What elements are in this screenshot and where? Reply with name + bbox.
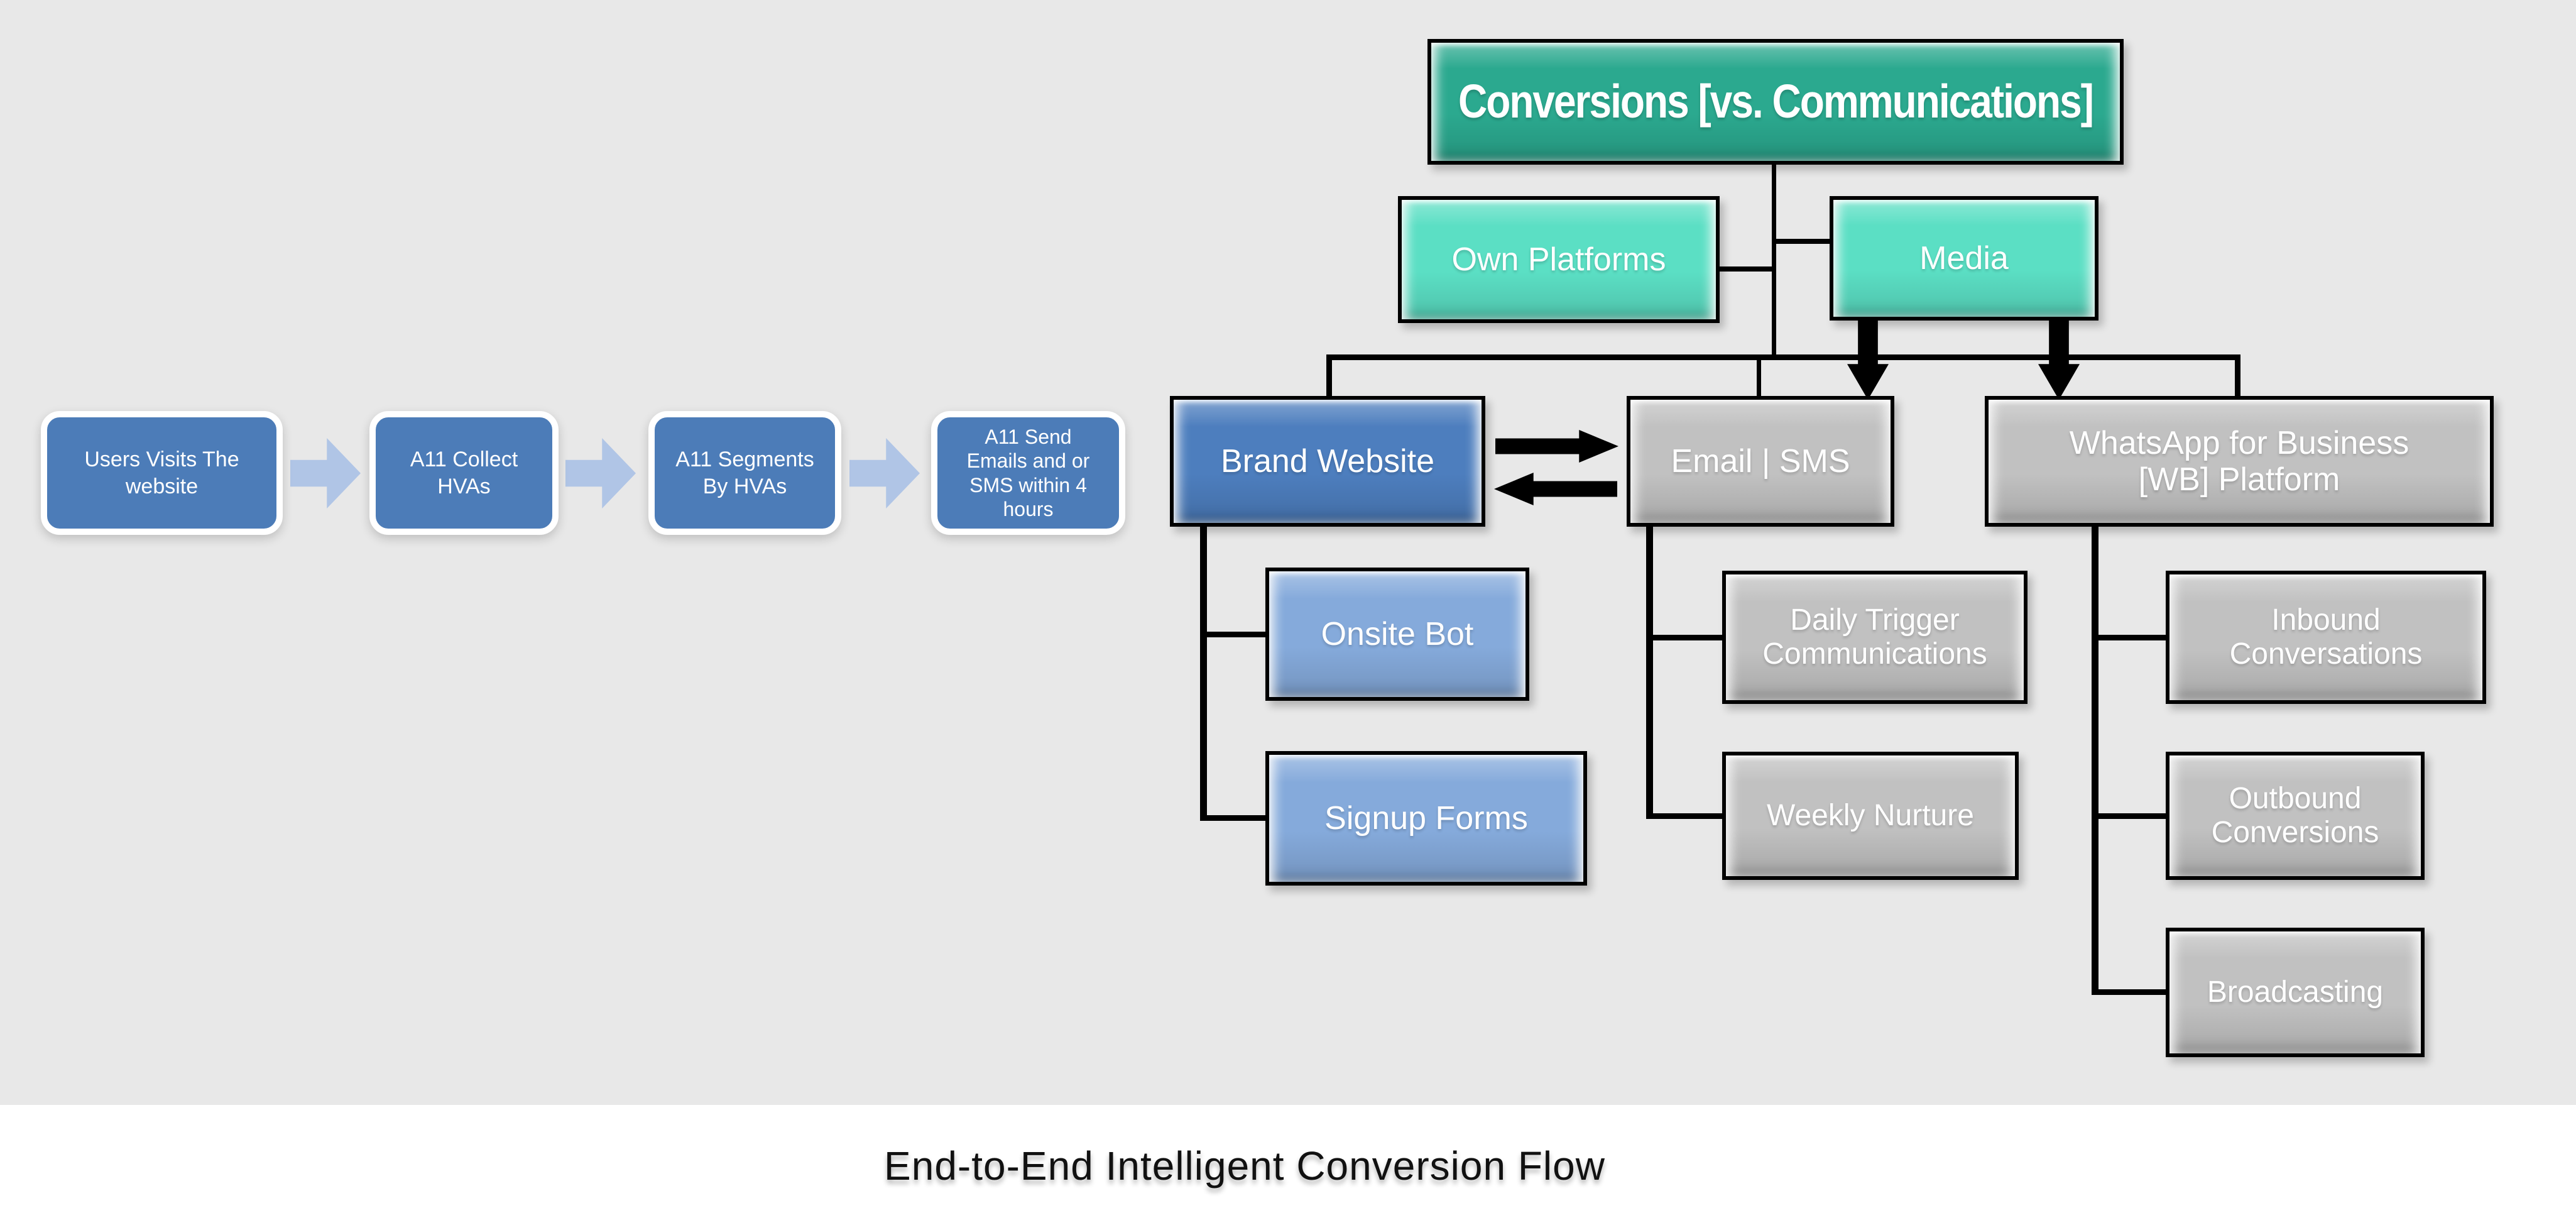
connector-elbow-weekly-nurture [1646, 813, 1722, 819]
node-label: Broadcasting [2207, 975, 2384, 1009]
node-brand-website: Brand Website [1170, 396, 1485, 527]
connector-stub-own-platforms [1718, 266, 1774, 272]
connector-elbow-inbound [2092, 635, 2166, 640]
node-onsite-bot: Onsite Bot [1265, 568, 1529, 701]
connector-whatsapp-children-line [2092, 525, 2098, 995]
node-outbound-conversions: Outbound Conversions [2166, 752, 2425, 880]
node-label: Media [1919, 239, 2009, 277]
flow-step-label: Users Visits The website [84, 448, 239, 498]
footer-strip [0, 1105, 2576, 1230]
node-label: WhatsApp for Business [WB] Platform [2069, 424, 2410, 498]
node-label: Onsite Bot [1321, 615, 1474, 652]
node-media: Media [1830, 196, 2098, 321]
flow-step-label: A11 Segments By HVAs [675, 448, 814, 498]
connector-branch-horizontal [1326, 354, 2240, 360]
node-label: Daily Trigger Communications [1762, 603, 1987, 671]
connector-elbow-onsite-bot [1200, 632, 1265, 637]
diagram-title: End-to-End Intelligent Conversion Flow [884, 1143, 1605, 1189]
node-email-sms: Email | SMS [1627, 396, 1894, 527]
connector-brand-children-line [1200, 525, 1207, 821]
arrow-website-to-email-icon [1495, 430, 1618, 463]
flow-step-label: A11 Collect HVAs [410, 448, 518, 498]
connector-root-trunk [1772, 165, 1776, 359]
flow-arrow-icon [849, 438, 920, 508]
node-label: Own Platforms [1451, 241, 1666, 278]
flow-step-collect-hvas: A11 Collect HVAs [369, 411, 559, 535]
connector-drop-whatsapp [2235, 354, 2240, 398]
node-label: Outbound Conversions [2211, 782, 2379, 849]
connector-elbow-outbound [2092, 813, 2166, 819]
connector-elbow-signup-forms [1200, 815, 1265, 821]
node-label: Brand Website [1220, 442, 1435, 480]
arrow-media-to-whatsapp-icon [2038, 321, 2080, 400]
node-signup-forms: Signup Forms [1265, 751, 1587, 886]
connector-elbow-broadcasting [2092, 989, 2166, 995]
node-inbound-conversations: Inbound Conversations [2166, 571, 2486, 704]
node-label: Inbound Conversations [2229, 603, 2423, 671]
flow-arrow-icon [290, 438, 361, 508]
node-label: Conversions [vs. Communications] [1458, 74, 2094, 128]
node-daily-trigger: Daily Trigger Communications [1722, 571, 2028, 704]
connector-email-children-line [1646, 525, 1653, 819]
node-label: Email | SMS [1671, 442, 1850, 480]
node-broadcasting: Broadcasting [2166, 928, 2425, 1057]
arrow-media-to-email-icon [1847, 321, 1889, 400]
flow-step-segments-hvas: A11 Segments By HVAs [648, 411, 841, 535]
node-whatsapp-platform: WhatsApp for Business [WB] Platform [1985, 396, 2494, 527]
connector-drop-brand [1326, 354, 1332, 398]
connector-drop-email [1757, 359, 1761, 398]
flow-step-users-visit: Users Visits The website [41, 411, 283, 535]
flow-step-send-emails: A11 Send Emails and or SMS within 4 hour… [931, 411, 1125, 535]
node-label: Weekly Nurture [1767, 799, 1974, 833]
node-own-platforms: Own Platforms [1398, 196, 1720, 323]
flow-step-label: A11 Send Emails and or SMS within 4 hour… [966, 425, 1090, 520]
connector-stub-media [1775, 239, 1831, 244]
node-label: Signup Forms [1324, 799, 1528, 837]
node-weekly-nurture: Weekly Nurture [1722, 752, 2019, 880]
connector-elbow-daily-trigger [1646, 635, 1722, 640]
flow-arrow-icon [565, 438, 636, 508]
arrow-email-to-website-icon [1494, 473, 1617, 505]
node-conversions: Conversions [vs. Communications] [1427, 39, 2124, 165]
